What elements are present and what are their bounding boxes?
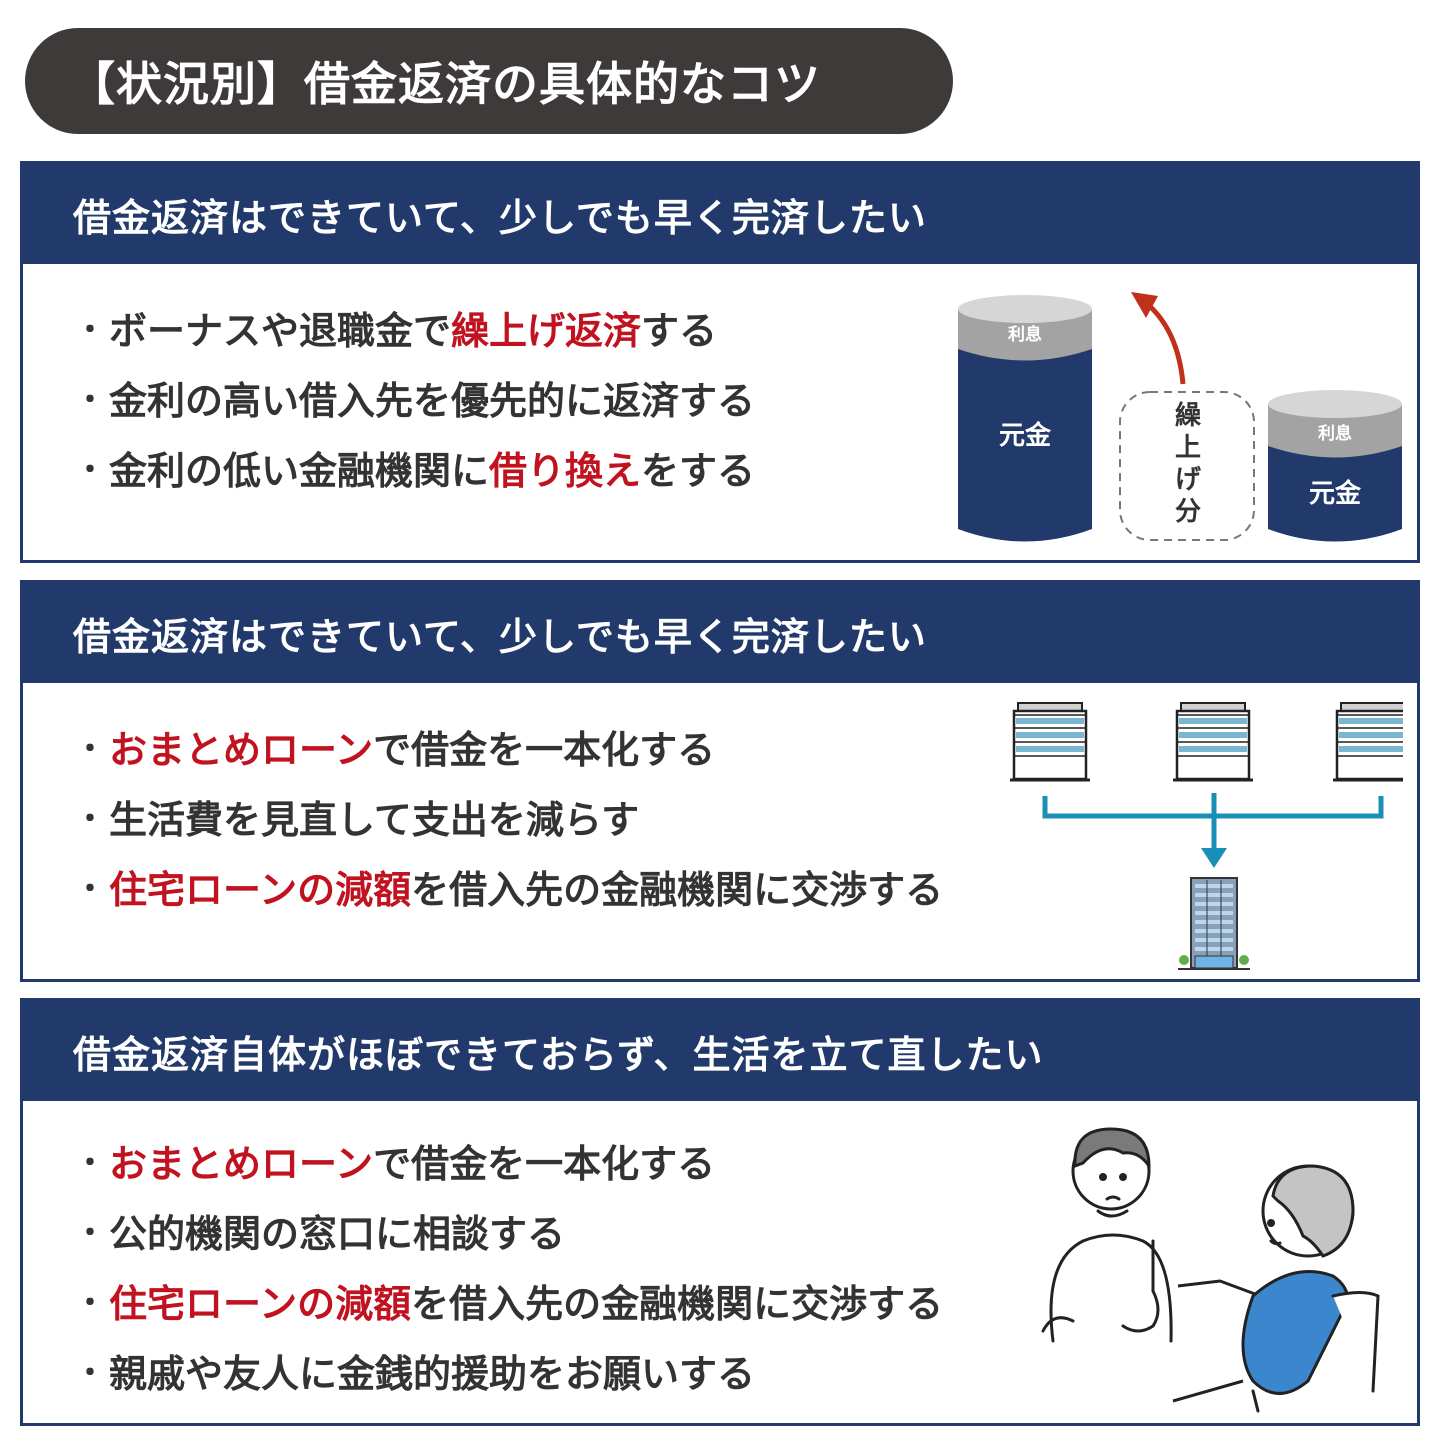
section-rebuild-life: 借金返済自体がほぼできておらず、生活を立て直したい <box>20 998 1420 1426</box>
list-item: ・ボーナスや退職金で繰上げ返済する <box>71 296 755 366</box>
svg-text:元金: 元金 <box>1309 478 1362 509</box>
prepayment-cylinders-illustration: 利息 元金 繰上げ分 利息 元金 <box>958 292 1402 542</box>
list-item: ・生活費を見直して支出を減らす <box>75 798 640 842</box>
highlight-text: 住宅ローンの減額 <box>109 1282 412 1326</box>
list-item: ・公的機関の窓口に相談する <box>75 1212 566 1256</box>
advisor-person-icon <box>1241 1164 1380 1413</box>
merge-connector-icon <box>1042 793 1384 868</box>
highlight-text: 繰上げ返済 <box>451 309 642 353</box>
tips-list: ・ボーナスや退職金で繰上げ返済する ・金利の高い借入先を優先的に返済する ・金利… <box>71 296 755 506</box>
table-edge <box>1172 1279 1256 1403</box>
list-item: ・親戚や友人に金銭的援助をお願いする <box>75 1352 756 1396</box>
svg-text:繰上げ分: 繰上げ分 <box>1175 400 1202 527</box>
tips-list: ・おまとめローンで借金を一本化する ・生活費を見直して支出を減らす ・住宅ローン… <box>71 715 943 925</box>
bank-tower-icon <box>1178 877 1250 970</box>
left-cylinder-icon: 利息 元金 <box>958 295 1092 542</box>
dashed-cylinder-icon: 繰上げ分 <box>1119 391 1255 541</box>
loan-consolidation-illustration <box>1008 701 1403 970</box>
lender-building-icon <box>1331 701 1403 782</box>
list-item: ・金利の高い借入先を優先的に返済する <box>75 379 756 423</box>
consultation-illustration <box>1041 1127 1380 1413</box>
list-item: ・住宅ローンの減額を借入先の金融機関に交渉する <box>71 855 943 925</box>
svg-text:元金: 元金 <box>999 420 1052 451</box>
lender-building-icon <box>1171 701 1255 782</box>
highlight-text: おまとめローン <box>109 1142 374 1186</box>
section-heading: 借金返済はできていて、少しでも早く完済したい <box>23 583 1417 683</box>
svg-text:利息: 利息 <box>1318 423 1352 444</box>
section-consolidation: 借金返済はできていて、少しでも早く完済したい ・おまとめローンで借金を一本化する… <box>20 580 1420 982</box>
svg-text:利息: 利息 <box>1008 324 1042 345</box>
right-cylinder-icon: 利息 元金 <box>1268 390 1402 542</box>
page-title: 【状況別】借金返済の具体的なコツ <box>25 28 953 134</box>
section-heading: 借金返済自体がほぼできておらず、生活を立て直したい <box>23 1001 1417 1101</box>
worried-person-icon <box>1041 1127 1173 1343</box>
curved-arrow-icon <box>1131 292 1186 385</box>
lender-building-icon <box>1008 701 1092 782</box>
tips-list: ・おまとめローンで借金を一本化する ・公的機関の窓口に相談する ・住宅ローンの減… <box>71 1129 943 1409</box>
section-early-payoff: 借金返済はできていて、少しでも早く完済したい ・ボーナスや退職金で繰上げ返済する… <box>20 161 1420 563</box>
section-heading: 借金返済はできていて、少しでも早く完済したい <box>23 164 1417 264</box>
list-item: ・住宅ローンの減額を借入先の金融機関に交渉する <box>71 1269 943 1339</box>
highlight-text: 借り換え <box>489 449 642 493</box>
list-item: ・金利の低い金融機関に借り換えをする <box>71 436 755 506</box>
highlight-text: おまとめローン <box>109 728 374 772</box>
highlight-text: 住宅ローンの減額 <box>109 868 412 912</box>
list-item: ・おまとめローンで借金を一本化する <box>71 1129 943 1199</box>
list-item: ・おまとめローンで借金を一本化する <box>71 715 943 785</box>
